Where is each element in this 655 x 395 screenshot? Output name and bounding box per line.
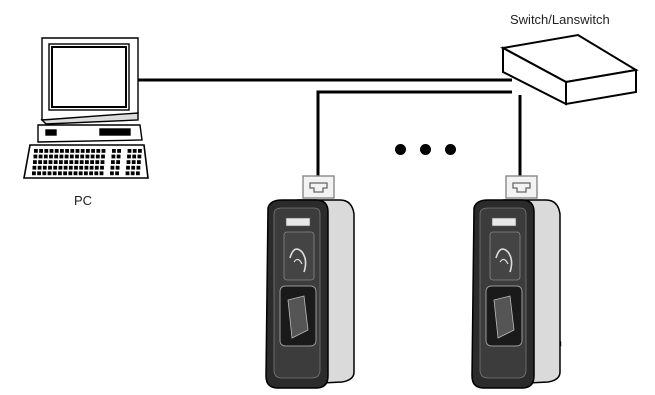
more-devices-ellipsis [395,142,470,160]
ethernet-port-icon [302,175,335,199]
ellipsis-dot [420,144,431,155]
pc-label: PC [74,193,93,208]
fingerprint-reader-icon [471,199,561,389]
connection-lines [138,78,522,176]
ellipsis-dot [445,144,456,155]
fingerprint-reader-icon [265,199,355,389]
pc-icon [23,37,149,179]
ellipsis-dot [395,144,406,155]
switch-to-device-1-line [316,90,512,176]
ethernet-port-icon [505,175,538,199]
switch-label: Switch/Lanswitch [510,12,610,27]
